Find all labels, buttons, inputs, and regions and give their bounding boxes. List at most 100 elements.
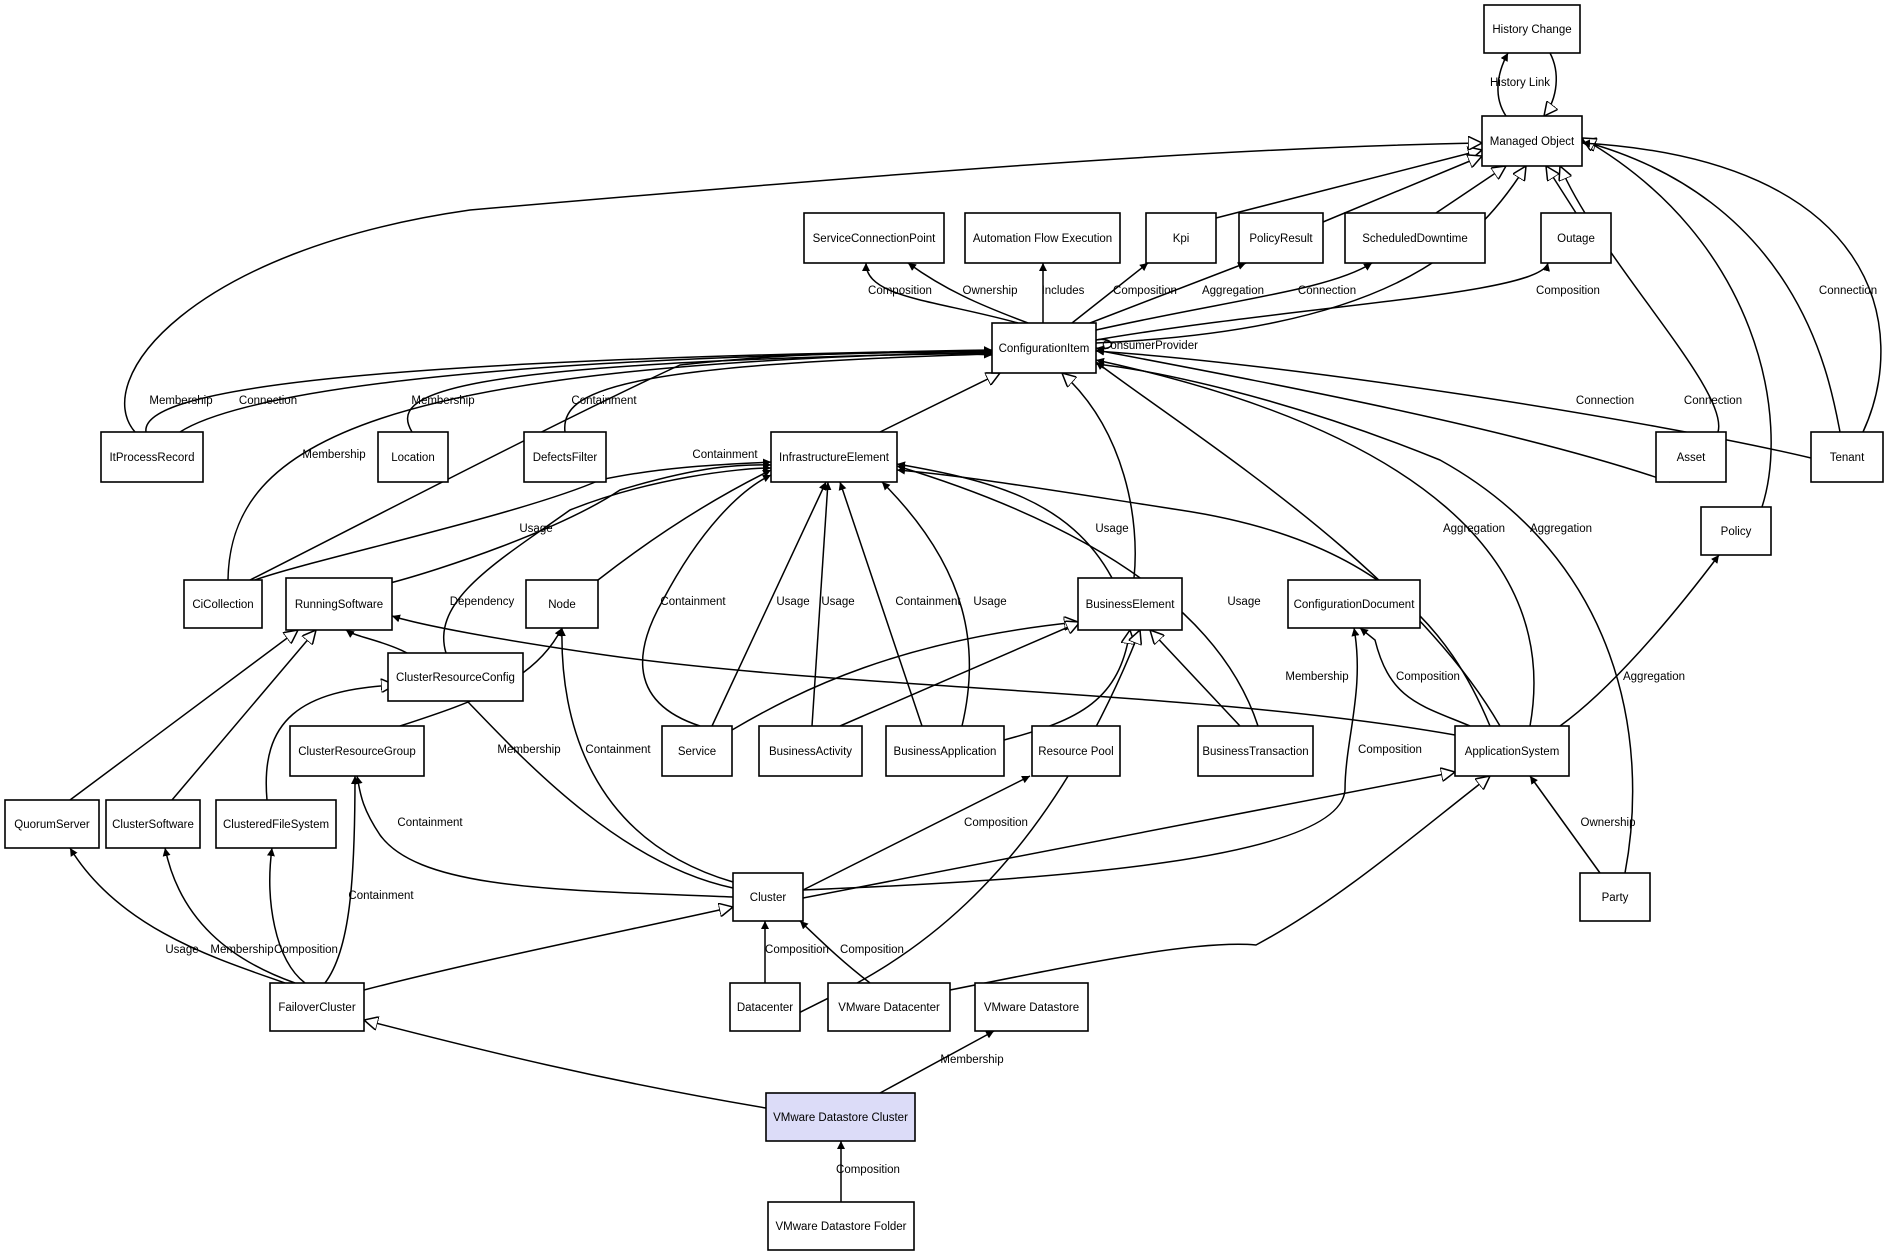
node-box [767, 1201, 915, 1251]
edge-label: Containment [571, 395, 637, 407]
edge-label: Usage [1095, 523, 1128, 535]
association-connector [324, 775, 359, 984]
association-connector [811, 481, 832, 727]
edge-tenant-to-managed-object [1582, 141, 1841, 433]
edge-label: Composition [840, 944, 904, 956]
class-node-kpi[interactable]: Kpi [1145, 212, 1217, 264]
class-node-application-system[interactable]: ApplicationSystem [1454, 725, 1570, 777]
class-node-quorum-server[interactable]: QuorumServer [4, 799, 100, 849]
class-node-policy-result[interactable]: PolicyResult [1238, 212, 1324, 264]
association-connector [557, 627, 734, 883]
node-label: VMware Datastore Folder [775, 1221, 906, 1233]
class-node-history-change[interactable]: History Change [1483, 4, 1581, 54]
node-box [1481, 115, 1583, 167]
association-connector [1095, 347, 1671, 483]
edge-label: Membership [210, 944, 273, 956]
class-node-configuration-item[interactable]: ConfigurationItem [991, 322, 1097, 374]
edge-vmware-datacenter-to-application-system [949, 776, 1490, 991]
node-box [1344, 212, 1486, 264]
edge-label: Usage [776, 596, 809, 608]
edge-business-element-to-configuration-item [1062, 373, 1136, 579]
class-node-scheduled-downtime[interactable]: ScheduledDowntime [1344, 212, 1486, 264]
node-box [1540, 212, 1612, 264]
edge-label: Membership [497, 744, 560, 756]
edge-label: Containment [692, 449, 758, 461]
node-label: ServiceConnectionPoint [813, 233, 937, 245]
class-node-outage[interactable]: Outage [1540, 212, 1612, 264]
class-node-defects-filter[interactable]: DefectsFilter [523, 431, 607, 483]
class-node-cluster-software[interactable]: ClusterSoftware [105, 799, 201, 849]
class-node-tenant[interactable]: Tenant [1810, 431, 1884, 483]
class-node-policy[interactable]: Policy [1700, 506, 1772, 556]
class-node-location[interactable]: Location [377, 431, 449, 483]
class-node-vmware-datastore-folder[interactable]: VMware Datastore Folder [767, 1201, 915, 1251]
association-connector [389, 460, 772, 584]
class-node-datacenter[interactable]: Datacenter [729, 982, 801, 1032]
node-box [765, 1092, 916, 1142]
node-label: Node [548, 599, 576, 611]
association-connector [597, 469, 772, 581]
class-node-service[interactable]: Service [661, 725, 733, 777]
inheritance-connector [1062, 373, 1136, 579]
edge-label: History Link [1490, 77, 1550, 89]
edge-cluster-to-running-software [345, 629, 734, 889]
edge-label: Composition [836, 1164, 900, 1176]
class-node-node[interactable]: Node [525, 579, 599, 629]
association-connector [1095, 360, 1634, 874]
class-node-vmware-datastore-cluster[interactable]: VMware Datastore Cluster [765, 1092, 916, 1142]
inheritance-connector [1003, 630, 1130, 741]
association-connector [563, 350, 993, 433]
edge-label: Membership [302, 449, 365, 461]
class-node-cluster[interactable]: Cluster [732, 872, 804, 922]
class-node-business-element[interactable]: BusinessElement [1077, 577, 1183, 631]
node-label: ApplicationSystem [1465, 746, 1560, 758]
edge-it-process-record-to-configuration-item [145, 346, 993, 433]
node-label: DefectsFilter [533, 452, 598, 464]
node-box [4, 799, 100, 849]
edge-label: Composition [868, 285, 932, 297]
edge-label: Includes [1042, 285, 1085, 297]
association-connector [879, 1030, 995, 1094]
class-node-asset[interactable]: Asset [1655, 431, 1727, 483]
class-node-resource-pool[interactable]: Resource Pool [1031, 725, 1121, 777]
association-connector [802, 627, 1360, 891]
edge-location-to-configuration-item [406, 349, 993, 433]
node-box [1700, 506, 1772, 556]
node-box [387, 652, 524, 702]
class-node-vmware-datastore[interactable]: VMware Datastore [974, 982, 1089, 1032]
class-node-failover-cluster[interactable]: FailoverCluster [269, 982, 365, 1032]
node-label: ClusterResourceConfig [396, 672, 515, 684]
edge-label: Connection [1819, 285, 1877, 297]
edge-label: Aggregation [1623, 671, 1685, 683]
class-node-configuration-document[interactable]: ConfigurationDocument [1287, 579, 1421, 629]
class-node-automation-flow-execution[interactable]: Automation Flow Execution [964, 212, 1121, 264]
class-node-clustered-file-system[interactable]: ClusteredFileSystem [215, 799, 337, 849]
class-node-business-transaction[interactable]: BusinessTransaction [1197, 725, 1314, 777]
class-node-party[interactable]: Party [1579, 872, 1651, 922]
edge-application-system-to-configuration-item [1095, 357, 1535, 727]
class-node-ci-collection[interactable]: CiCollection [183, 579, 263, 629]
association-connector [1089, 262, 1247, 324]
class-node-cluster-resource-config[interactable]: ClusterResourceConfig [387, 652, 524, 702]
class-node-managed-object[interactable]: Managed Object [1481, 115, 1583, 167]
node-label: ConfigurationItem [999, 343, 1090, 355]
class-node-running-software[interactable]: RunningSoftware [285, 577, 393, 631]
node-label: Datacenter [737, 1002, 793, 1014]
node-label: VMware Datastore [984, 1002, 1079, 1014]
class-node-vmware-datacenter[interactable]: VMware Datacenter [827, 982, 951, 1032]
association-connector [881, 481, 971, 727]
class-node-business-application[interactable]: BusinessApplication [885, 725, 1005, 777]
edge-clustered-file-system-to-cluster-resource-config [265, 685, 395, 801]
association-connector [1581, 139, 1882, 433]
association-connector [227, 348, 993, 581]
class-node-it-process-record[interactable]: ItProcessRecord [100, 431, 204, 483]
class-node-business-activity[interactable]: BusinessActivity [758, 725, 863, 777]
node-box [1238, 212, 1324, 264]
class-node-infrastructure-element[interactable]: InfrastructureElement [770, 431, 898, 483]
inheritance-connector [839, 622, 1080, 727]
class-node-cluster-resource-group[interactable]: ClusterResourceGroup [289, 725, 425, 777]
edge-service-to-infrastructure-element [711, 481, 827, 727]
class-node-service-connection-point[interactable]: ServiceConnectionPoint [803, 212, 945, 264]
edge-business-application-to-infrastructure-element [838, 481, 923, 727]
